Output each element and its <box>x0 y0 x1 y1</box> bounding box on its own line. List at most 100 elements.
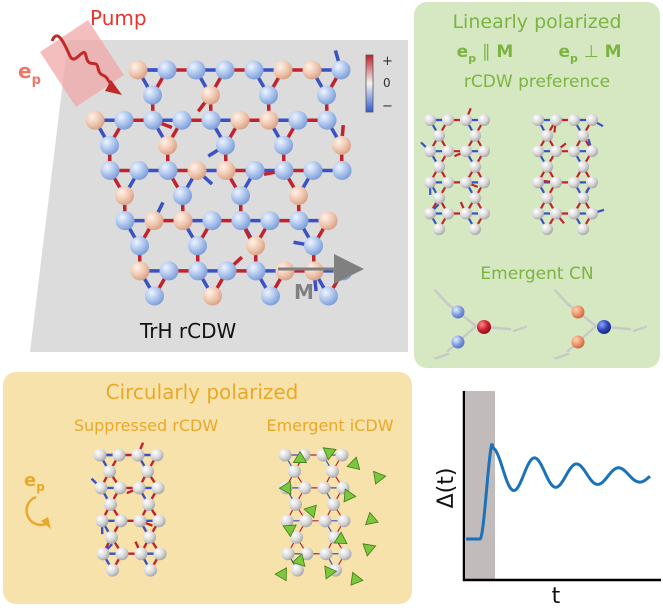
lattice-site <box>158 160 178 180</box>
lattice-site <box>577 160 589 173</box>
lattice-site <box>469 160 481 173</box>
lattice-site <box>289 211 309 231</box>
circular-panel-bg <box>3 372 412 604</box>
lattice-site <box>85 110 105 130</box>
lattice-site <box>230 110 250 130</box>
linear-subtitle: rCDW preference <box>464 72 610 92</box>
pump-label: Pump <box>90 6 147 30</box>
lattice-site <box>577 129 589 142</box>
cn-site <box>451 335 465 349</box>
cn-motif-right <box>553 288 647 360</box>
lattice-site <box>568 207 580 220</box>
lattice-site <box>130 261 150 281</box>
lattice-site <box>586 145 598 158</box>
lattice-site <box>143 110 163 130</box>
cn-bond <box>554 352 570 360</box>
lattice-site <box>115 211 135 231</box>
lattice-site <box>281 547 295 561</box>
lattice-site <box>133 514 147 528</box>
cn-bond <box>632 325 647 333</box>
perpendicular-lattice <box>532 114 605 236</box>
lattice-site <box>259 85 278 105</box>
lattice-site <box>586 207 598 220</box>
suppressed-title: Suppressed rCDW <box>74 416 219 435</box>
lattice-site <box>144 563 157 577</box>
parallel-lattice <box>420 107 490 236</box>
lattice-site <box>568 145 580 158</box>
circular-polarization-icon <box>25 495 47 527</box>
icdw-current-arrow <box>343 488 357 503</box>
lattice-site <box>186 60 206 80</box>
lattice-site <box>304 236 323 256</box>
lattice-site <box>273 60 293 80</box>
lattice-site <box>299 514 313 528</box>
lattice-site <box>143 85 162 105</box>
rcdw-lattice <box>85 50 353 306</box>
lattice-site <box>424 114 436 126</box>
lattice-site <box>319 286 338 306</box>
lattice-site <box>131 448 145 462</box>
lattice-site <box>303 160 323 180</box>
cn-motif-left <box>433 288 527 360</box>
lattice-site <box>541 160 553 173</box>
lattice-site <box>290 530 303 544</box>
lattice-site <box>261 286 280 306</box>
lattice-site <box>317 110 337 130</box>
main-caption: TrH rCDW <box>139 319 236 343</box>
linear-title: Linearly polarized <box>452 11 621 33</box>
lattice-site <box>568 114 580 126</box>
order-parameter-plot: Δ(t) t <box>434 391 661 608</box>
circular-title: Circularly polarized <box>106 380 299 404</box>
lattice-site <box>424 176 436 189</box>
lattice-site <box>478 207 490 220</box>
direction-label: M <box>294 280 314 304</box>
icdw-current-arrow <box>291 553 306 567</box>
lattice-site <box>442 176 454 189</box>
circular-ep-label: ep <box>24 470 45 494</box>
lattice-site <box>460 114 472 126</box>
lattice-site <box>231 211 251 231</box>
lattice-site <box>128 60 148 80</box>
lattice-site <box>114 514 128 528</box>
lattice-site <box>132 481 146 495</box>
lattice-site <box>288 464 301 478</box>
lattice-site <box>586 114 598 126</box>
lattice-site <box>288 110 308 130</box>
lattice-site <box>302 60 322 80</box>
icdw-current-arrow <box>303 504 317 519</box>
lattice-site <box>442 114 454 126</box>
lattice-site <box>568 176 580 189</box>
lattice-site <box>188 261 208 281</box>
lattice-site <box>105 530 118 544</box>
lattice-site <box>187 160 207 180</box>
lattice-site <box>541 191 553 204</box>
lattice-site <box>332 135 351 155</box>
lattice-site <box>215 60 235 80</box>
icdw-current-arrow <box>362 543 377 557</box>
lattice-site <box>327 497 340 511</box>
pump-beam <box>40 20 124 107</box>
lattice-site <box>259 110 279 130</box>
lattice-site <box>550 145 562 158</box>
lattice-site <box>244 60 264 80</box>
lattice-site <box>141 464 154 478</box>
lattice-site <box>150 448 164 462</box>
icdw-current-arrow <box>324 565 338 580</box>
cn-bond <box>434 352 450 360</box>
lattice-site <box>103 464 116 478</box>
icdw-current-arrow <box>364 511 379 526</box>
lattice-site <box>577 191 589 204</box>
lattice-site <box>203 286 222 306</box>
lattice-site <box>275 261 295 281</box>
lattice-site <box>337 514 351 528</box>
lattice-site <box>332 160 352 180</box>
cn-bond <box>433 288 451 307</box>
lattice-site <box>130 236 149 256</box>
cn-site <box>571 335 585 349</box>
cn-site <box>451 305 465 319</box>
lattice-site <box>338 547 352 561</box>
lattice-site <box>424 207 436 220</box>
lattice-site <box>541 223 553 236</box>
lattice-site <box>433 160 445 173</box>
lattice-site <box>115 186 134 206</box>
